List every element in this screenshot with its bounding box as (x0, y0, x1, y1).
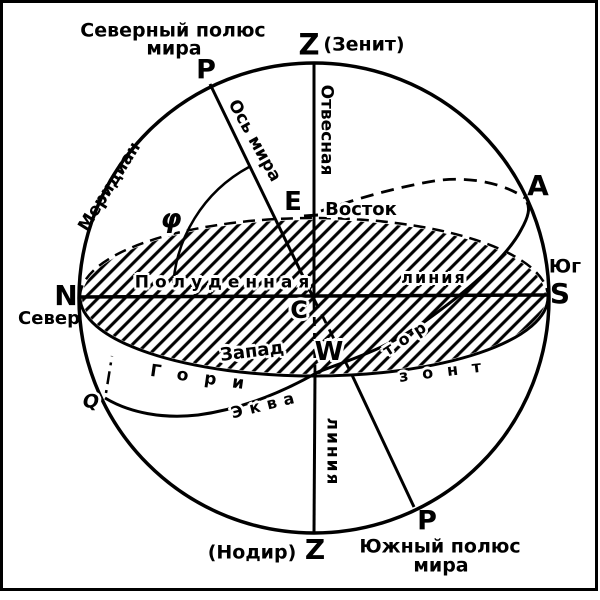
south-celestial-pole-label-line2: мира (413, 554, 469, 577)
south-celestial-pole-label: Южный полюс (359, 535, 521, 558)
noon-line-label-word2: линия (401, 268, 467, 287)
noon-line-label-word1: Полуденная (134, 272, 316, 293)
north-name-label: Север (18, 308, 80, 329)
west-point-label: W (314, 337, 344, 367)
equator-back-edge (320, 177, 526, 213)
horizon-back-edge (78, 216, 550, 298)
world-axis-lower (350, 374, 416, 508)
center-point-label: C (290, 296, 308, 324)
nadir-name-label: (Нодир) (207, 541, 297, 564)
south-name-label: Юг (548, 255, 582, 278)
north-point-label: N (54, 279, 78, 312)
north-celestial-pole-label: Северный полюс (80, 19, 266, 42)
south-pole-point-label: P (417, 505, 437, 537)
north-celestial-pole-label-line2: мира (146, 37, 202, 60)
plumb-line-label-word2: линия (322, 417, 343, 487)
world-axis-upper (208, 83, 316, 300)
point-a-label: A (527, 169, 549, 202)
equator-back-near-q (104, 355, 114, 394)
plumb-line-label: Отвесная (316, 84, 337, 176)
zenith-point-label: Z (298, 27, 320, 62)
equator-front-edge (104, 201, 531, 418)
east-point-tick (303, 213, 319, 218)
east-name-label: Восток (325, 199, 397, 220)
celestial-sphere-circle (77, 61, 551, 535)
plumb-line-lower (312, 370, 317, 534)
latitude-angle-arc (171, 165, 250, 291)
east-point-label: E (284, 187, 302, 217)
zenith-name-label: (Зенит) (323, 33, 405, 56)
nadir-point-label: Z (304, 533, 326, 566)
plumb-line-hidden (312, 300, 317, 372)
world-axis-hidden (312, 298, 354, 376)
south-point-label: S (549, 277, 571, 310)
north-pole-point-label: P (196, 54, 216, 86)
point-q-label: Q (82, 390, 100, 413)
latitude-angle-label: φ (160, 203, 182, 235)
